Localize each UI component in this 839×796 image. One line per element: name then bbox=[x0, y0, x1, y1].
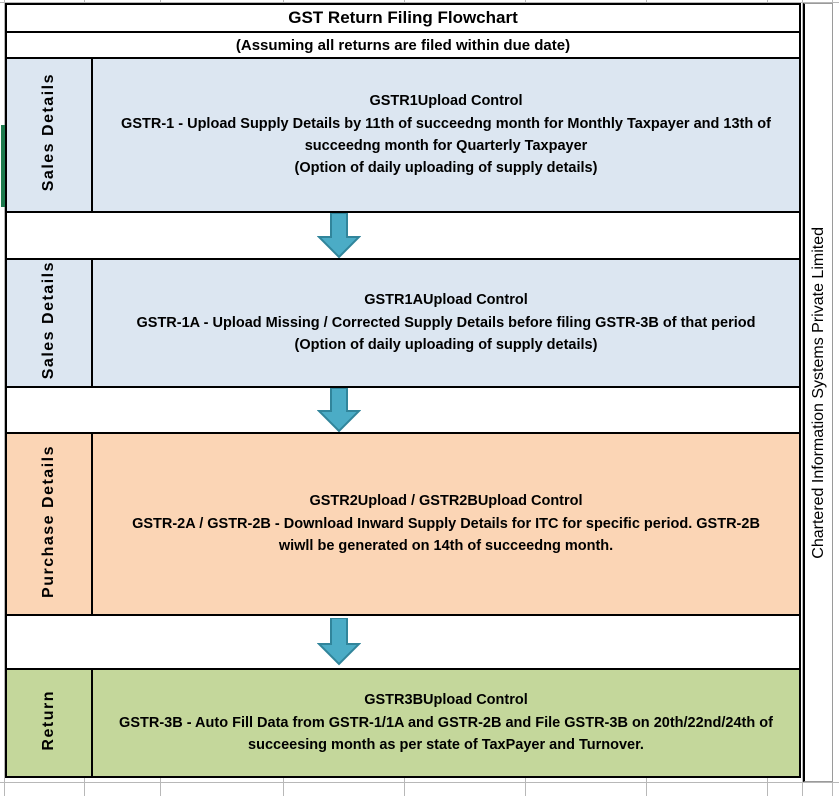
stage-body-gstr2: GSTR2Upload / GSTR2BUpload Control GSTR-… bbox=[91, 432, 801, 616]
stage-row-gstr3b: Return GSTR3BUpload Control GSTR-3B - Au… bbox=[5, 668, 801, 778]
stage-label-purchase-details: Purchase Details bbox=[5, 432, 93, 616]
stage-label-text: Sales Details bbox=[40, 261, 57, 380]
stage-line: GSTR-1 - Upload Supply Details by 11th o… bbox=[121, 115, 771, 132]
stage-row-gstr2: Purchase Details GSTR2Upload / GSTR2BUpl… bbox=[5, 432, 801, 616]
connector-cell-3 bbox=[5, 615, 801, 669]
arrow-down-3-icon bbox=[317, 618, 361, 666]
connector-cell-2 bbox=[5, 387, 801, 433]
stage-body-gstr1a: GSTR1AUpload Control GSTR-1A - Upload Mi… bbox=[91, 258, 801, 388]
stage-line: GSTR3BUpload Control bbox=[364, 692, 528, 709]
stage-row-gstr1a: Sales Details GSTR1AUpload Control GSTR-… bbox=[5, 258, 801, 388]
title-row: GST Return Filing Flowchart bbox=[5, 3, 801, 33]
page-title: GST Return Filing Flowchart bbox=[5, 3, 801, 33]
stage-label-text: Sales Details bbox=[40, 73, 57, 192]
stage-line: (Option of daily uploading of supply det… bbox=[294, 337, 598, 354]
connector-cell-1 bbox=[5, 212, 801, 259]
row-selection-marker bbox=[1, 125, 5, 207]
arrow-down-2-icon bbox=[317, 388, 361, 432]
arrow-down-1-icon bbox=[317, 213, 361, 258]
company-name-text: Chartered Information Systems Private Li… bbox=[809, 226, 827, 559]
stage-line: succeedng month for Quarterly Taxpayer bbox=[304, 138, 588, 154]
stage-line: GSTR1Upload Control bbox=[369, 93, 523, 110]
connector-row-1 bbox=[5, 212, 801, 259]
stage-line: wiwll be generated on 14th of succeedng … bbox=[278, 538, 614, 555]
company-sidebar: Chartered Information Systems Private Li… bbox=[803, 3, 833, 782]
stage-line: GSTR-3B - Auto Fill Data from GSTR-1/1A … bbox=[119, 714, 773, 731]
stage-row-gstr1: Sales Details GSTR1Upload Control GSTR-1… bbox=[5, 57, 801, 213]
stage-line: succeesing month as per state of TaxPaye… bbox=[248, 737, 644, 754]
stage-line: GSTR2Upload / GSTR2BUpload Control bbox=[309, 493, 583, 510]
subtitle-row: (Assuming all returns are filed within d… bbox=[5, 31, 801, 59]
stage-line: (Option of daily uploading of supply det… bbox=[294, 160, 598, 177]
stage-line: GSTR-1A - Upload Missing / Corrected Sup… bbox=[136, 314, 756, 331]
flowchart-table: GST Return Filing Flowchart (Assuming al… bbox=[5, 3, 801, 778]
stage-line: GSTR-2A / GSTR-2B - Download Inward Supp… bbox=[132, 515, 760, 532]
stage-label-text: Return bbox=[40, 690, 57, 751]
stage-line: GSTR1AUpload Control bbox=[364, 292, 528, 309]
stage-label-return: Return bbox=[5, 668, 93, 778]
stage-label-sales-details-2: Sales Details bbox=[5, 258, 93, 388]
stage-body-gstr1: GSTR1Upload Control GSTR-1 - Upload Supp… bbox=[91, 57, 801, 213]
connector-row-2 bbox=[5, 387, 801, 433]
stage-label-text: Purchase Details bbox=[40, 445, 57, 598]
page-subtitle: (Assuming all returns are filed within d… bbox=[5, 31, 801, 59]
connector-row-3 bbox=[5, 615, 801, 669]
stage-label-sales-details-1: Sales Details bbox=[5, 57, 93, 213]
stage-body-gstr3b: GSTR3BUpload Control GSTR-3B - Auto Fill… bbox=[91, 668, 801, 778]
